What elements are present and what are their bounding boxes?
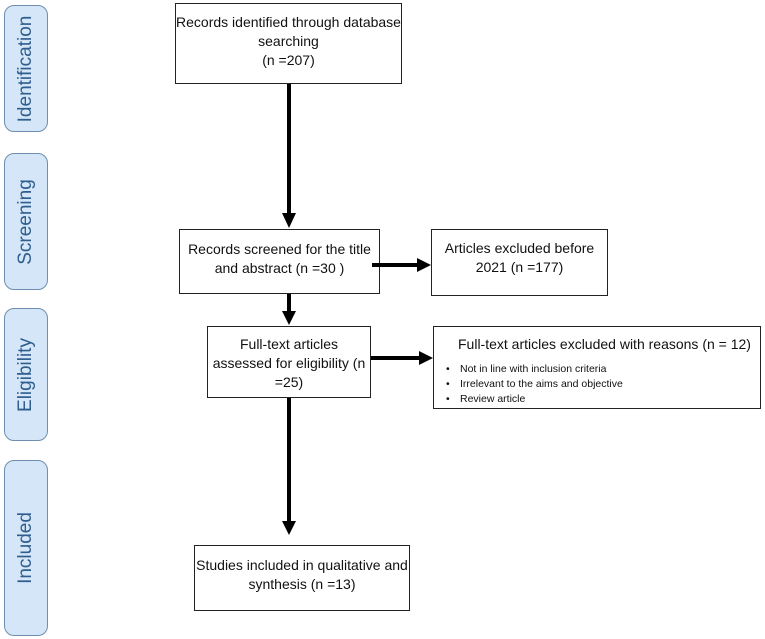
fulltext-assessed-line3: =25) xyxy=(274,374,304,390)
phase-screening: Screening xyxy=(4,153,48,290)
articles-excluded-before-line2: 2021 (n =177) xyxy=(475,259,564,275)
phase-identification: Identification xyxy=(4,5,48,132)
records-identified-line1: Records identified through database xyxy=(176,14,401,30)
arrowhead-screened-to-fulltext xyxy=(282,311,296,325)
exclusion-reason: Irrelevant to the aims and objective xyxy=(446,377,760,392)
records-identified-count: (n =207) xyxy=(262,52,315,68)
articles-excluded-before-box: Articles excluded before 2021 (n =177) xyxy=(431,229,608,296)
records-screened-line2: and abstract (n =30 ) xyxy=(214,260,345,276)
phase-eligibility: Eligibility xyxy=(4,308,48,441)
fulltext-excluded-box: Full-text articles excluded with reasons… xyxy=(433,326,761,409)
exclusion-reason: Review article xyxy=(446,392,760,407)
exclusion-reason: Not in line with inclusion criteria xyxy=(446,362,760,377)
records-screened-box: Records screened for the title and abstr… xyxy=(179,229,380,294)
arrowhead-fulltext-to-included xyxy=(282,521,296,535)
records-identified-line2: searching xyxy=(258,33,319,49)
fulltext-assessed-box: Full-text articles assessed for eligibil… xyxy=(207,326,371,398)
records-screened-line1: Records screened for the title xyxy=(188,241,371,257)
exclusion-reasons-list: Not in line with inclusion criteria Irre… xyxy=(446,362,760,407)
fulltext-excluded-title: Full-text articles excluded with reasons… xyxy=(458,336,751,352)
arrowhead-screened-to-excluded xyxy=(417,258,431,272)
records-identified-box: Records identified through database sear… xyxy=(175,3,402,84)
studies-included-line1: Studies included in qualitative and xyxy=(196,557,408,573)
articles-excluded-before-line1: Articles excluded before xyxy=(444,240,595,256)
fulltext-assessed-line2: assessed for eligibility (n xyxy=(212,355,366,371)
fulltext-assessed-line1: Full-text articles xyxy=(239,336,339,352)
phase-included: Included xyxy=(4,460,48,636)
studies-included-box: Studies included in qualitative and synt… xyxy=(194,545,410,611)
arrowhead-fulltext-to-excluded xyxy=(419,351,433,365)
arrowhead-identified-to-screened xyxy=(282,213,296,228)
studies-included-line2: synthesis (n =13) xyxy=(248,576,356,592)
